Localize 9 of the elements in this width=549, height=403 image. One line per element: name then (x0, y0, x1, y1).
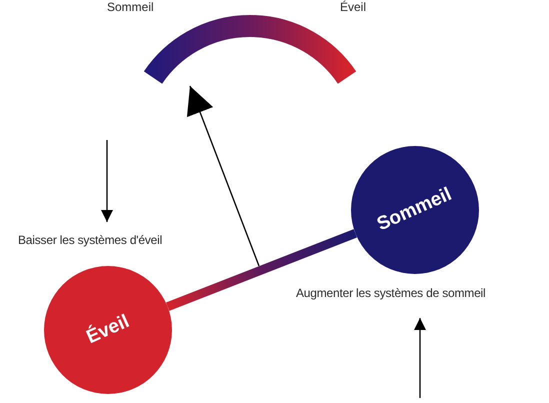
gauge-end-label: Sommeil (107, 0, 154, 14)
seesaw-beam (166, 229, 358, 311)
caption-text: Augmenter les systèmes de sommeil (296, 286, 486, 300)
arrow (186, 86, 260, 266)
arrow (101, 140, 113, 222)
arrow (414, 318, 426, 398)
circle-label: Éveil (83, 310, 133, 350)
gauge-end-label: Éveil (340, 0, 366, 14)
caption-text: Baisser les systèmes d'éveil (18, 233, 162, 247)
